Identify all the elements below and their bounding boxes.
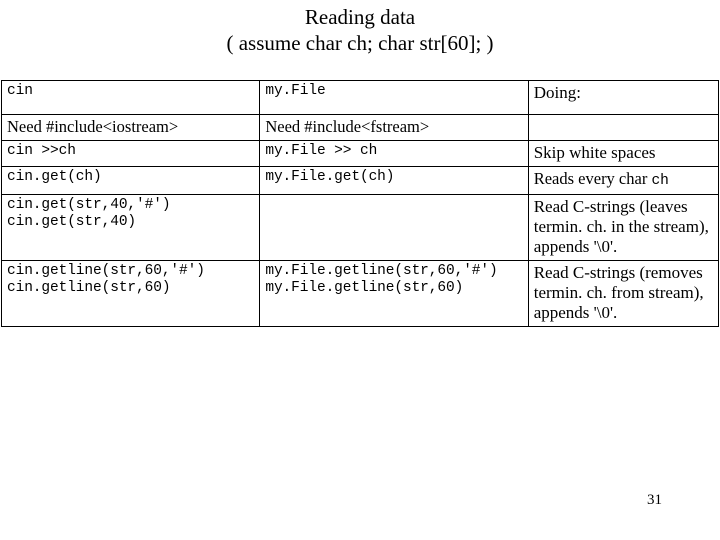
cell-cin-stream: cin [0, 80, 261, 115]
cell-include-iostream: Need #include<iostream> [0, 114, 261, 141]
title-line-1: Reading data [304, 5, 416, 29]
cell-cin-get-ch: cin.get(ch) [0, 166, 261, 195]
code-line: my.File.getline(str,60,'#') [265, 263, 498, 279]
cell-empty-1 [527, 114, 720, 141]
table-row: cin my.File Doing: [0, 80, 720, 115]
cell-desc-skip-white: Skip white spaces [527, 140, 720, 167]
cell-myfile-getline: my.File.getline(str,60,'#') my.File.getl… [259, 260, 529, 327]
table-row: cin.get(str,40,'#') cin.get(str,40) Read… [0, 194, 720, 261]
table-row: cin.getline(str,60,'#') cin.getline(str,… [0, 260, 720, 327]
reading-data-table: cin my.File Doing: Need #include<iostrea… [0, 80, 720, 327]
cell-doing-header: Doing: [527, 80, 720, 115]
table-row: Need #include<iostream> Need #include<fs… [0, 114, 720, 141]
cell-include-fstream: Need #include<fstream> [259, 114, 529, 141]
code-line: cin.get(str,40,'#') [7, 197, 171, 213]
page-number: 31 [647, 492, 662, 508]
cell-cin-extract: cin >>ch [0, 140, 261, 167]
code-line: cin.getline(str,60) [7, 280, 171, 296]
cell-desc-get-str: Read C-strings (leaves termin. ch. in th… [527, 194, 720, 261]
cell-myfile-stream: my.File [259, 80, 529, 115]
desc-text: Reads every char [533, 169, 652, 188]
cell-cin-getline: cin.getline(str,60,'#') cin.getline(str,… [0, 260, 261, 327]
cell-myfile-extract: my.File >> ch [259, 140, 529, 167]
code-line: my.File.getline(str,60) [265, 280, 464, 296]
desc-code: ch [651, 173, 669, 189]
table-row: cin.get(ch) my.File.get(ch) Reads every … [0, 166, 720, 195]
cell-desc-getline: Read C-strings (removes termin. ch. from… [527, 260, 720, 327]
cell-cin-get-str: cin.get(str,40,'#') cin.get(str,40) [0, 194, 261, 261]
cell-desc-reads-every-char: Reads every char ch [527, 166, 720, 195]
slide-title: Reading data ( assume char ch; char str[… [0, 4, 720, 56]
title-line-2: ( assume char ch; char str[60]; ) [226, 31, 494, 55]
table-row: cin >>ch my.File >> ch Skip white spaces [0, 140, 720, 167]
cell-myfile-get-ch: my.File.get(ch) [259, 166, 529, 195]
code-line: cin.getline(str,60,'#') [7, 263, 205, 279]
cell-empty-2 [259, 194, 529, 261]
code-line: cin.get(str,40) [7, 214, 137, 230]
